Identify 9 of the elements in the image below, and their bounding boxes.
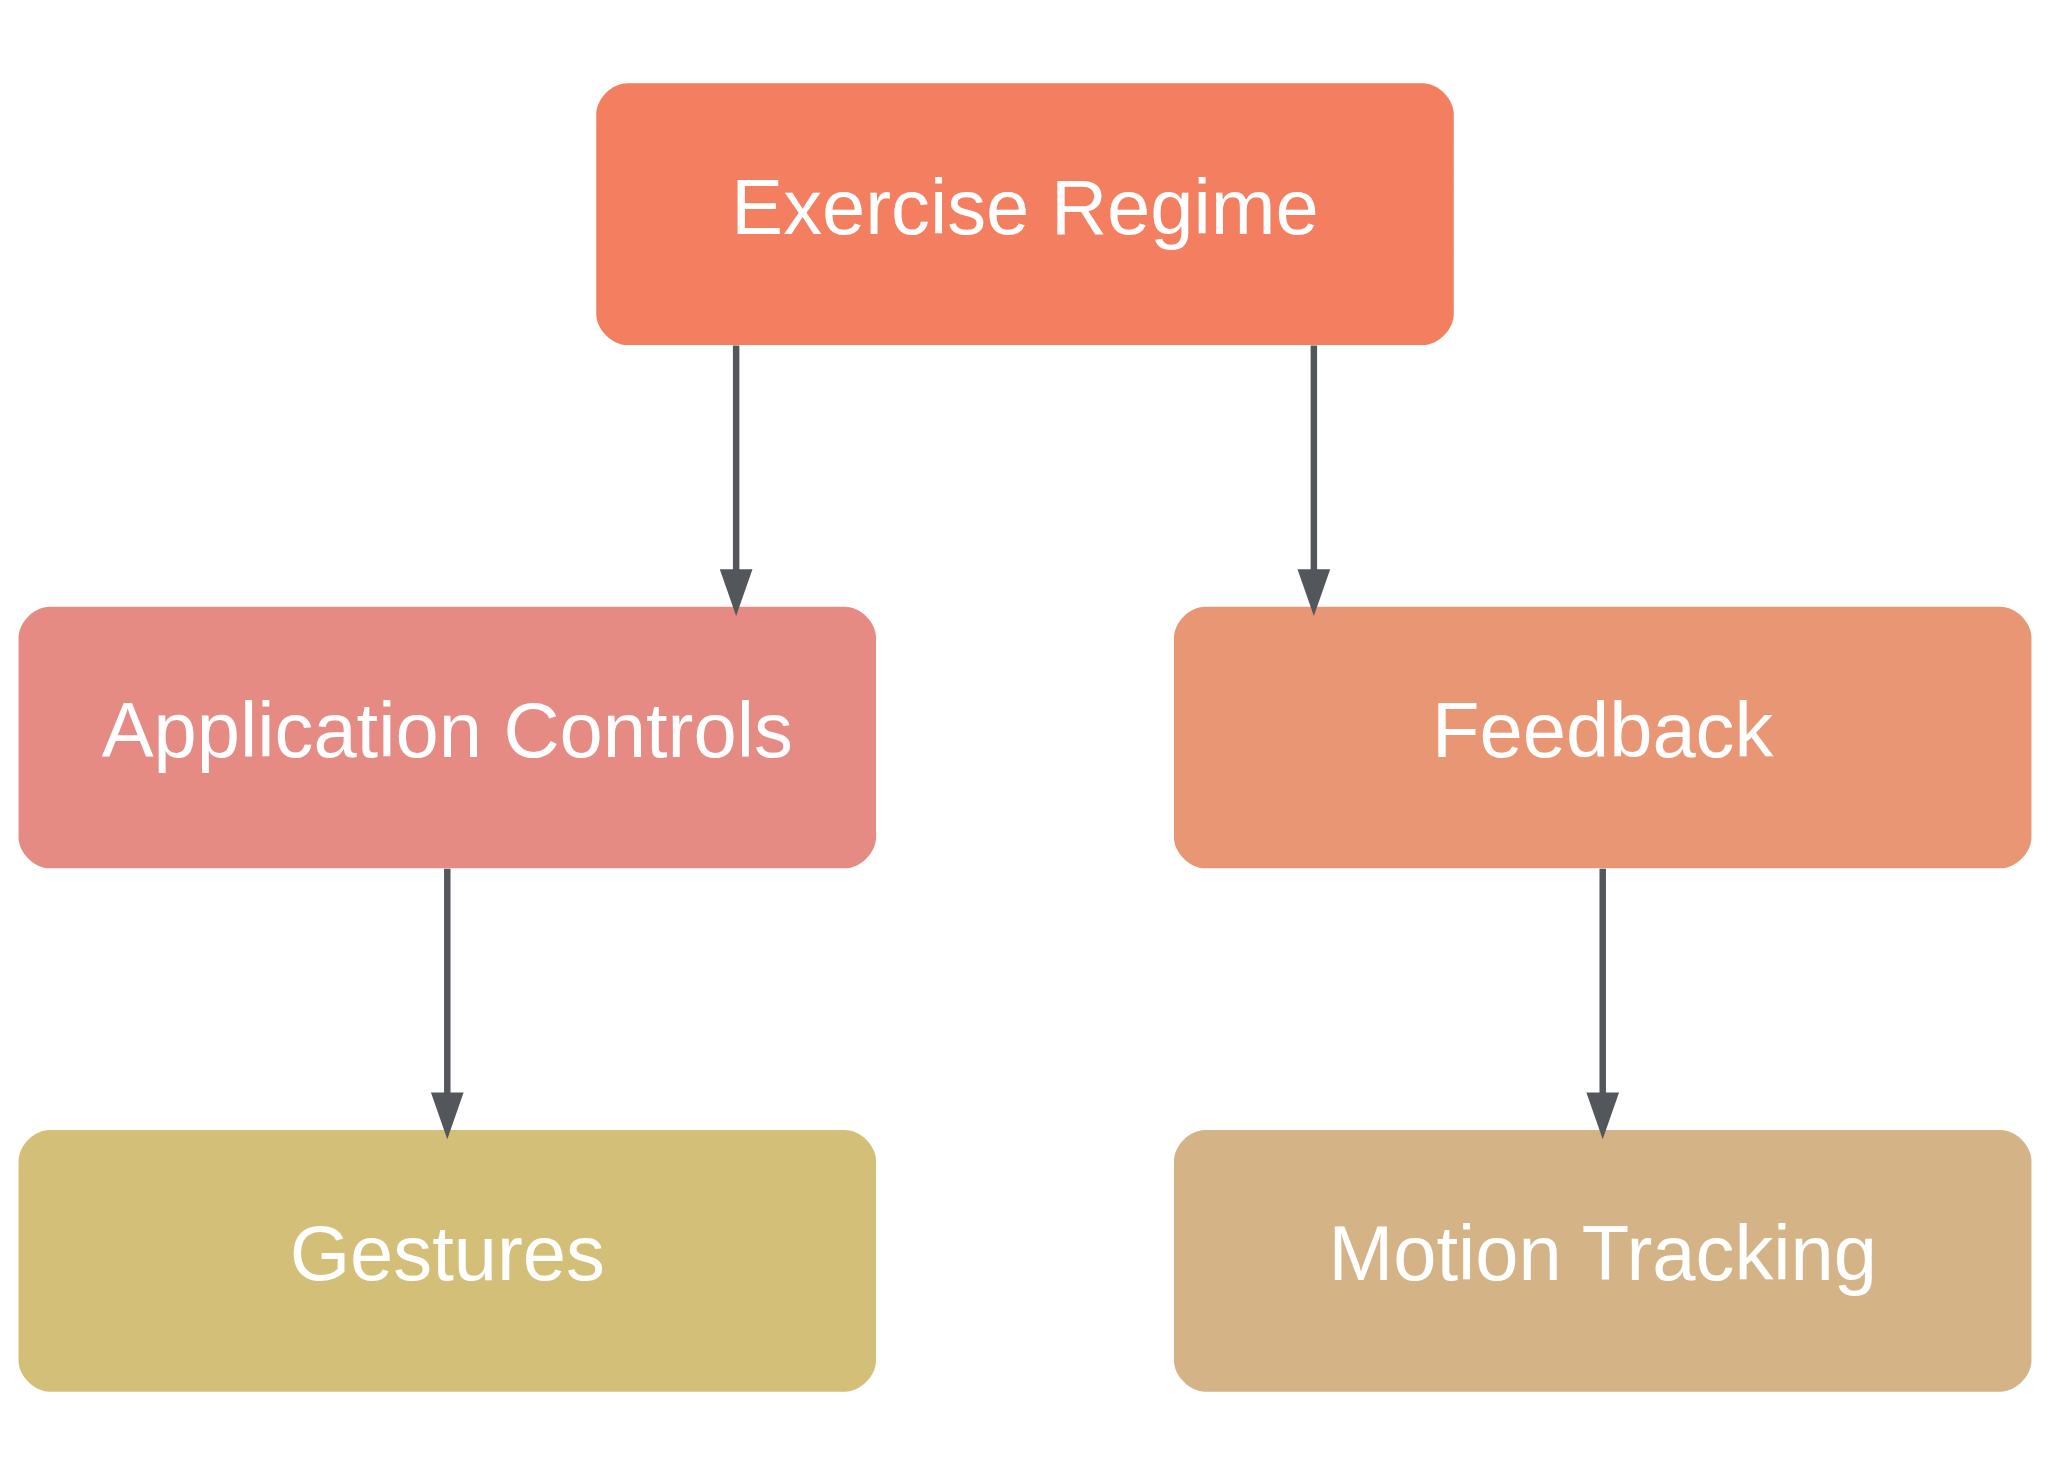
node-box: Feedback: [1173, 606, 2032, 869]
arrow: [1586, 868, 1620, 1140]
node-box: Gestures: [18, 1130, 877, 1392]
arrow: [719, 345, 753, 616]
node-box: Application Controls: [18, 606, 877, 869]
arrow: [430, 868, 464, 1140]
arrow: [1297, 345, 1331, 616]
node-box: Exercise Regime: [596, 83, 1454, 345]
node-box: Motion Tracking: [1173, 1130, 2032, 1392]
